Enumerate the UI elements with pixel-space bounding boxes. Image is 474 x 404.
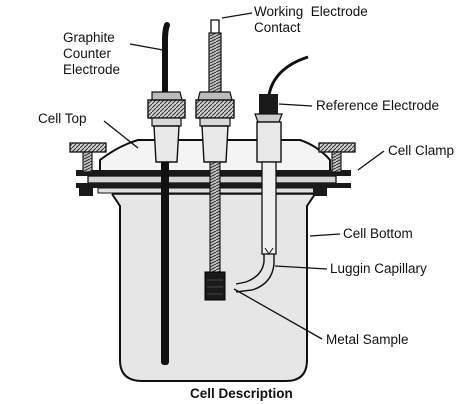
metal-sample <box>204 271 226 301</box>
leader-metal <box>233 288 323 340</box>
metal-sample-texture <box>207 279 223 295</box>
label-cell-top: Cell Top <box>38 111 87 126</box>
diagram-caption: Cell Description <box>190 386 293 401</box>
working-electrode <box>195 19 235 275</box>
label-reference-electrode: Reference Electrode <box>316 98 439 113</box>
leader-reference <box>278 103 313 107</box>
label-cell-bottom: Cell Bottom <box>343 226 413 241</box>
label-graphite-line3: Electrode <box>63 62 120 77</box>
label-graphite-line2: Counter <box>63 46 112 61</box>
label-cell-clamp: Cell Clamp <box>388 143 454 158</box>
reference-electrode <box>235 55 309 293</box>
leader-cell-bottom <box>309 233 341 237</box>
leader-cell-top <box>103 120 139 149</box>
leader-working <box>221 12 253 19</box>
label-graphite-line1: Graphite <box>63 30 115 45</box>
graphite-counter-electrode <box>147 22 186 365</box>
label-working-line2: Contact <box>254 20 301 35</box>
clamp-foot-right <box>313 187 327 196</box>
clamp-foot-left <box>79 187 93 196</box>
label-metal-sample: Metal Sample <box>326 332 409 347</box>
leader-luggin <box>274 265 328 270</box>
leader-cell-clamp <box>357 150 385 171</box>
label-luggin-capillary: Luggin Capillary <box>330 261 427 276</box>
clamp-screw-left <box>69 142 107 173</box>
leader-graphite <box>129 43 164 51</box>
luggin-capillary <box>264 247 274 255</box>
label-working-line1: Working Electrode <box>254 4 368 19</box>
clamp-screw-right <box>318 142 356 173</box>
